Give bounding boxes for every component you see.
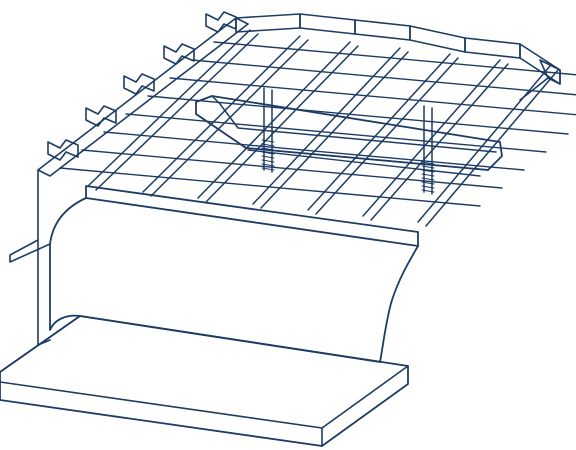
bolt-thread-left-6 <box>261 159 275 163</box>
grating-top-rail-4 <box>409 25 466 53</box>
bearing-bar-1 <box>87 29 259 191</box>
cross-rod-7 <box>191 59 576 96</box>
beam-bottom-flange <box>0 315 409 447</box>
bearing-bar-3 <box>197 41 359 203</box>
bearing-bar-2 <box>142 35 309 197</box>
cross-rod-3 <box>103 131 525 171</box>
grating-top-rail-5 <box>464 37 521 59</box>
grating-tab-2 <box>85 105 117 127</box>
bolt-thread-left-2 <box>261 143 275 147</box>
grating-bearing-bars <box>87 29 559 227</box>
grating-tab-3 <box>123 73 155 95</box>
bolt-thread-left-5 <box>261 155 275 159</box>
clamp-plate-underside <box>247 149 481 177</box>
beam-bottom-flange-edges <box>0 315 409 429</box>
grating-tab-4 <box>163 43 195 65</box>
bolt-thread-right-8 <box>421 189 435 193</box>
back-grating-rails <box>9 11 561 263</box>
bolt-thread-right-5 <box>421 177 435 181</box>
bolt-thread-left-7 <box>261 163 275 167</box>
grating-left-front <box>9 169 51 263</box>
cross-rod-8 <box>213 41 576 76</box>
cross-rod-4 <box>125 113 547 153</box>
cross-rod-1 <box>59 167 481 207</box>
clamp-plate <box>195 95 503 171</box>
bolt-thread-right-4 <box>421 173 435 177</box>
beam-top-flange <box>85 185 419 247</box>
bolt-thread-left-1 <box>261 139 275 143</box>
beam-web <box>49 197 419 363</box>
grating-left-edge-rail <box>37 17 249 177</box>
bearing-bar-7 <box>417 65 559 227</box>
bearing-bar-5 <box>307 53 459 215</box>
grating-top-rail-3 <box>354 19 411 41</box>
i-beam <box>0 185 419 447</box>
beam-left-edge <box>37 239 51 346</box>
grating-top-rail-2 <box>299 13 356 35</box>
bolt-thread-left-8 <box>261 167 275 171</box>
bolt-thread-right-1 <box>421 161 435 165</box>
bolt-thread-right-6 <box>421 181 435 185</box>
cross-rod-5 <box>147 95 569 135</box>
cross-rod-2 <box>81 149 503 189</box>
clamp-plate-edges <box>195 95 497 171</box>
saddle-clamp <box>195 87 503 195</box>
bolt-thread-right-2 <box>421 165 435 169</box>
grating-cross-rods <box>59 41 576 207</box>
cross-rod-6 <box>169 77 576 116</box>
bolt-thread-right-7 <box>421 185 435 189</box>
